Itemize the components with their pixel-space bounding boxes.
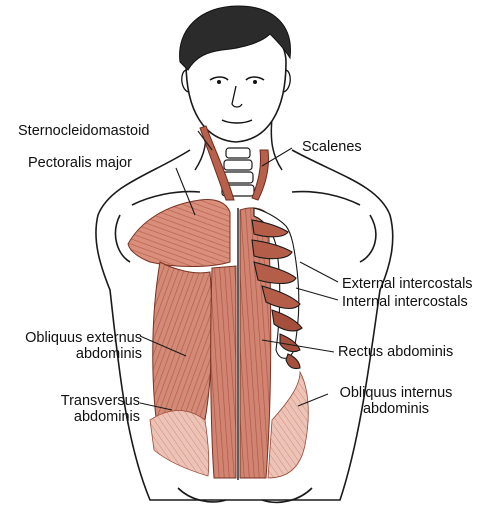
label-transversus-line2: abdominis xyxy=(73,409,140,425)
obliquus-internus-muscle xyxy=(267,370,309,479)
label-obliquus-internus-line2: abdominis xyxy=(362,401,430,417)
label-obliquus-externus-line2: abdominis xyxy=(75,346,142,362)
label-obliquus-externus-line1: Obliquus externus xyxy=(25,330,142,346)
pectoralis-major-muscle xyxy=(127,199,231,267)
rib-cage xyxy=(251,207,303,370)
hair xyxy=(179,5,291,71)
label-obliquus-internus: Obliquus internus abdominis xyxy=(328,385,464,417)
label-pectoralis-major: Pectoralis major xyxy=(28,155,132,171)
label-external-intercostals: External intercostals xyxy=(342,276,473,292)
label-obliquus-externus: Obliquus externus abdominis xyxy=(6,330,142,362)
label-obliquus-internus-line1: Obliquus internus xyxy=(339,385,453,401)
head xyxy=(179,5,291,143)
label-rectus-abdominis: Rectus abdominis xyxy=(338,344,454,360)
transversus-abdominis-muscle xyxy=(149,410,210,477)
scalenes-muscle xyxy=(251,149,269,201)
label-internal-intercostals: Internal intercostals xyxy=(342,294,468,310)
label-transversus-abdominis: Transversus abdominis xyxy=(36,393,140,425)
torso-outline xyxy=(95,149,394,504)
rectus-abdominis-left xyxy=(210,265,237,479)
leader-lines xyxy=(139,130,339,411)
label-scalenes: Scalenes xyxy=(302,139,362,155)
label-transversus-line1: Transversus xyxy=(60,393,140,409)
cervical-spine xyxy=(221,147,255,197)
label-sternocleidomastoid: Sternocleidomastoid xyxy=(18,123,150,139)
